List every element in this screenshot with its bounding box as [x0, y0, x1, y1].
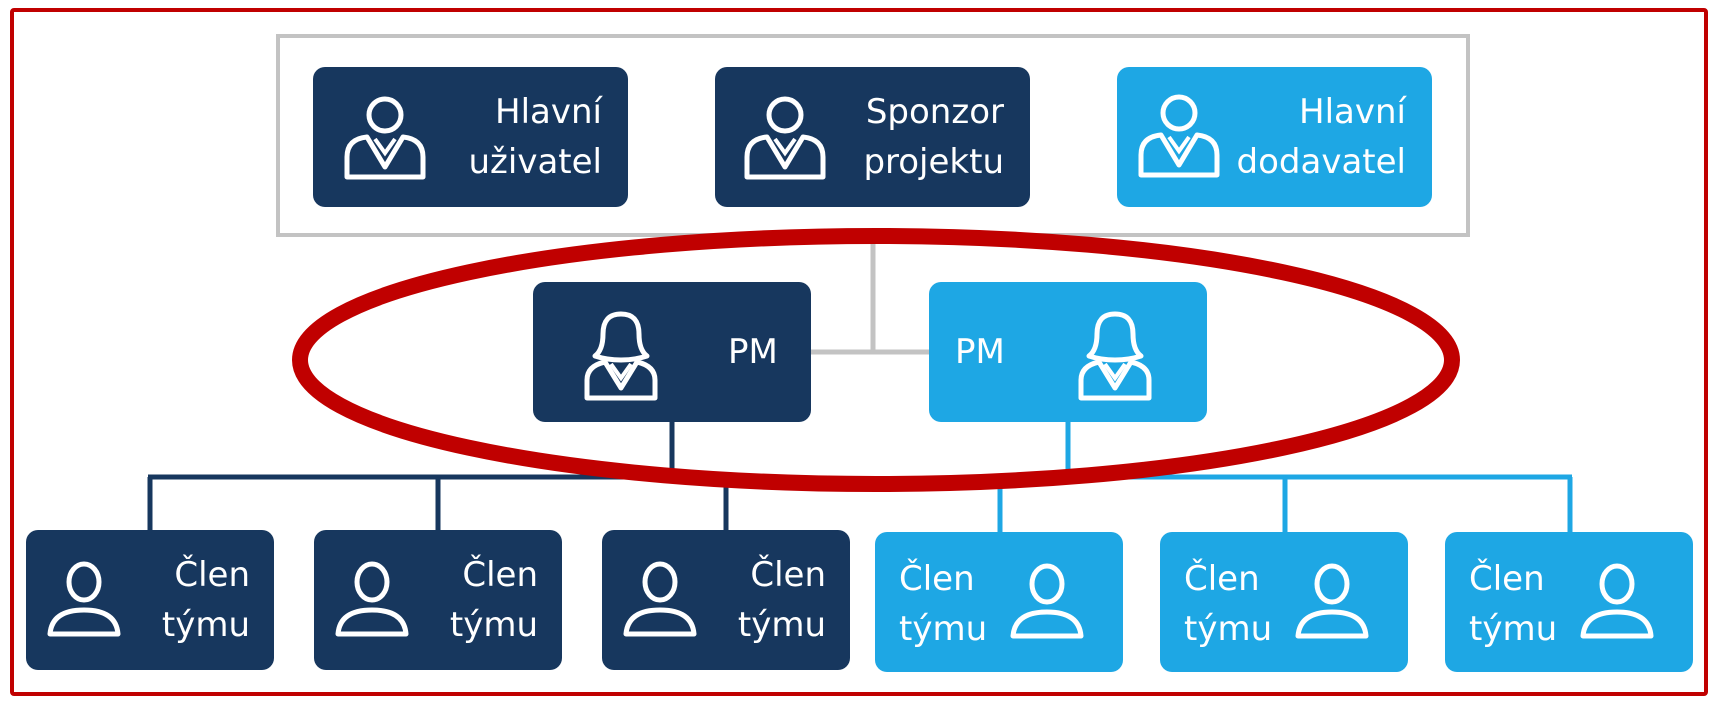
- node-label: Člen týmu: [1469, 559, 1558, 649]
- node-label: Sponzor projektu: [863, 92, 1004, 182]
- person-icon: [334, 560, 410, 640]
- node-team-member: Člen týmu: [26, 530, 274, 670]
- node-team-member: Člen týmu: [602, 530, 850, 670]
- node-label: Hlavní uživatel: [468, 92, 603, 182]
- man-person-icon: [743, 95, 827, 181]
- node-pm-supplier: PM: [929, 282, 1207, 422]
- node-label: Člen týmu: [449, 555, 538, 645]
- node-main-user: Hlavní uživatel: [313, 67, 628, 207]
- node-label: Člen týmu: [161, 555, 250, 645]
- node-team-member: Člen týmu: [1445, 532, 1693, 672]
- woman-person-icon: [1077, 310, 1153, 402]
- person-icon: [1009, 562, 1085, 642]
- woman-person-icon: [583, 310, 659, 402]
- pm-highlight-ellipse: [292, 228, 1460, 492]
- node-team-member: Člen týmu: [314, 530, 562, 670]
- node-pm-client: PM: [533, 282, 811, 422]
- outer-frame: [10, 8, 1708, 696]
- node-label: PM: [728, 332, 778, 372]
- node-label: Člen týmu: [1184, 559, 1273, 649]
- man-person-icon: [1137, 93, 1221, 179]
- person-icon: [1579, 562, 1655, 642]
- node-main-supplier: Hlavní dodavatel: [1117, 67, 1432, 207]
- man-person-icon: [343, 95, 427, 181]
- node-label: Člen týmu: [899, 559, 988, 649]
- node-project-sponsor: Sponzor projektu: [715, 67, 1030, 207]
- node-label: PM: [955, 332, 1005, 372]
- person-icon: [622, 560, 698, 640]
- node-team-member: Člen týmu: [1160, 532, 1408, 672]
- person-icon: [46, 560, 122, 640]
- person-icon: [1294, 562, 1370, 642]
- node-label: Hlavní dodavatel: [1236, 92, 1406, 182]
- node-label: Člen týmu: [737, 555, 826, 645]
- node-team-member: Člen týmu: [875, 532, 1123, 672]
